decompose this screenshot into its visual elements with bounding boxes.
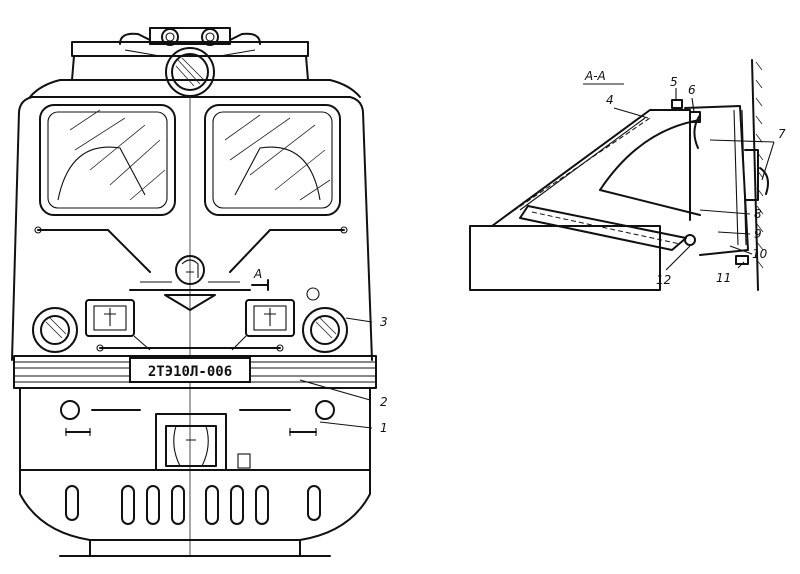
body-shell bbox=[744, 59, 769, 291]
automatic-coupler bbox=[155, 413, 251, 471]
callout-11: 11 bbox=[716, 271, 731, 285]
front-callout-leaders bbox=[299, 317, 373, 429]
callout-8: 8 bbox=[754, 207, 762, 221]
pilot bbox=[19, 469, 371, 557]
section-mark-label: А bbox=[253, 267, 262, 281]
section-callout-leaders bbox=[613, 88, 775, 271]
side-lamp-right bbox=[302, 307, 348, 353]
marker-light-left bbox=[85, 299, 135, 337]
fastener-top bbox=[671, 99, 701, 123]
callout-2: 2 bbox=[380, 395, 388, 409]
callout-5: 5 bbox=[670, 75, 678, 89]
fastener-bottom bbox=[735, 255, 749, 265]
marker-light-right bbox=[245, 299, 295, 337]
callout-9: 9 bbox=[754, 227, 762, 241]
section-title: А-А bbox=[584, 69, 606, 83]
emblem bbox=[129, 255, 251, 311]
handrail-middle bbox=[96, 335, 284, 352]
reflector-frame bbox=[519, 205, 696, 251]
callout-12: 12 bbox=[656, 273, 671, 287]
section-a-a-view: А-А bbox=[469, 59, 786, 291]
section-mark-upper: А bbox=[251, 267, 320, 301]
callout-3: 3 bbox=[380, 315, 388, 329]
lower-body bbox=[19, 387, 371, 471]
number-plate-text: 2ТЭ10Л-006 bbox=[148, 364, 232, 380]
callout-1: 1 bbox=[380, 421, 388, 435]
roof-equipment bbox=[29, 27, 361, 98]
hood-section bbox=[469, 109, 691, 291]
callout-7: 7 bbox=[778, 127, 786, 141]
callout-10: 10 bbox=[752, 247, 768, 261]
windshield-right bbox=[204, 104, 341, 216]
callout-4: 4 bbox=[606, 93, 614, 107]
lamp-housing bbox=[599, 105, 749, 256]
number-plate: 2ТЭ10Л-006 bbox=[129, 357, 251, 383]
handrails-upper bbox=[34, 226, 348, 273]
windshield-left bbox=[39, 104, 176, 216]
locomotive-front-view: А bbox=[11, 27, 388, 557]
callout-6: 6 bbox=[688, 83, 696, 97]
cab-body bbox=[11, 96, 373, 556]
side-lamp-left bbox=[32, 307, 78, 353]
